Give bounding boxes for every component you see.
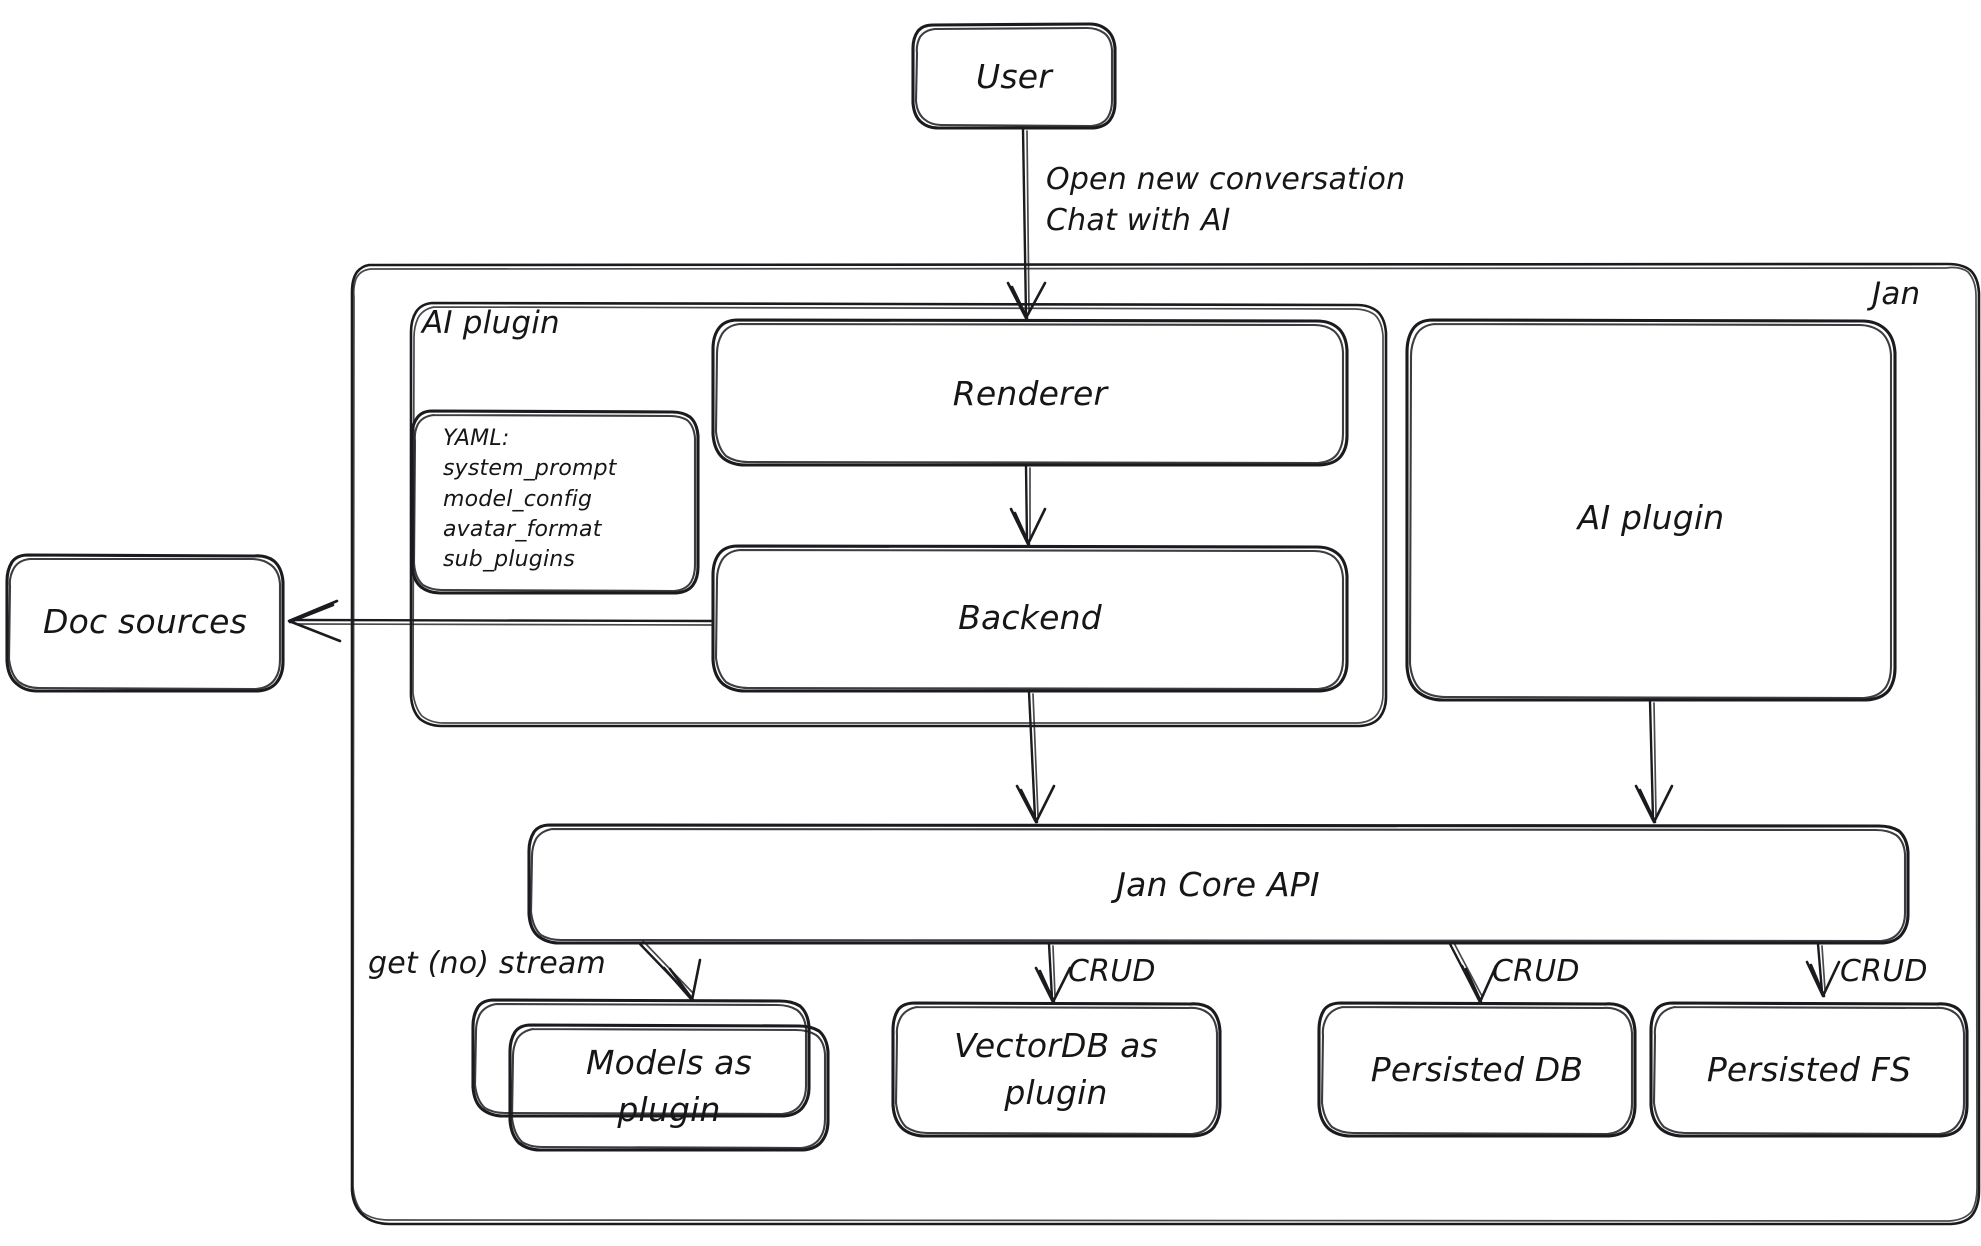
persisted-fs-box-shape: [1649, 1001, 1969, 1138]
jan-container-shape: [350, 262, 1981, 1226]
persisted-db-box-shape: [1317, 1001, 1637, 1138]
models-as-plugin-inner-shape: [508, 1023, 830, 1152]
edge-backend-to-core: [1015, 690, 1056, 824]
renderer-box-shape: [711, 318, 1349, 467]
edge-core-to-persisted-db: [1448, 942, 1498, 1004]
user-box-shape: [911, 22, 1117, 130]
backend-box-shape: [711, 544, 1349, 693]
edge-core-to-persisted-fs: [1805, 942, 1841, 998]
edge-ai-plugin-to-core: [1634, 699, 1674, 824]
edge-user-to-renderer: [1006, 127, 1047, 320]
models-as-plugin-outer-shape: [471, 998, 811, 1118]
doc-sources-box-shape: [5, 553, 285, 693]
yaml-note-shape: [410, 409, 700, 595]
edge-backend-to-doc-sources: [287, 599, 713, 643]
vectordb-as-plugin-box-shape: [891, 1001, 1222, 1138]
ai-plugin-group-shape: [409, 301, 1388, 728]
edge-renderer-to-backend: [1009, 464, 1047, 546]
edge-core-to-models: [638, 940, 702, 1002]
jan-core-api-box-shape: [527, 823, 1910, 945]
edge-core-to-vectordb: [1034, 942, 1072, 1004]
ai-plugin-box-shape: [1405, 318, 1897, 702]
